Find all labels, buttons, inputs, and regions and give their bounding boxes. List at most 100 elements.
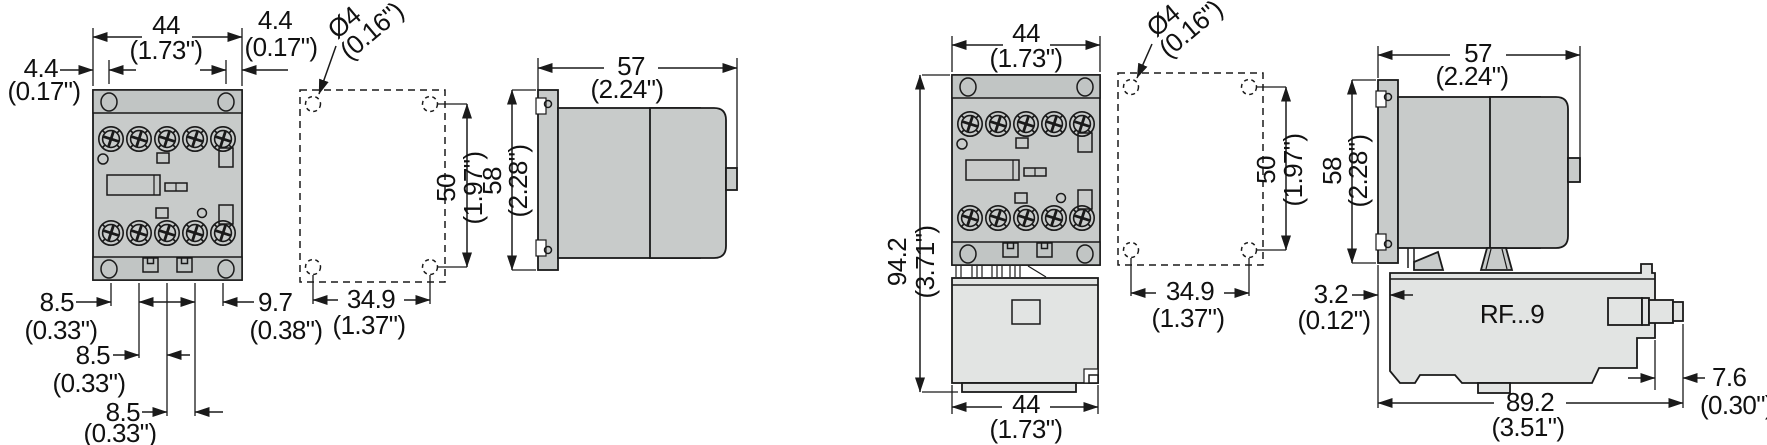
- hole-dia-label: Ø4 (0.16"): [1141, 0, 1229, 64]
- clip-pin: [543, 99, 553, 109]
- mount-hole: [1076, 244, 1094, 264]
- drill-hole: [421, 95, 439, 113]
- dim-pitch1-in: (0.33"): [25, 315, 98, 345]
- relay-foot: [961, 382, 1077, 393]
- dim-offset-right-mm: 4.4: [258, 5, 292, 35]
- dim-bottom-width-mm: 44: [1012, 389, 1040, 419]
- plunger-collar: [1641, 297, 1650, 326]
- screw-terminal: [181, 219, 209, 247]
- dim-vspan-mm: 50: [1251, 156, 1281, 184]
- drill-hole: [421, 258, 439, 276]
- mount-hole: [959, 77, 977, 97]
- bottom-mount-strip: [951, 241, 1101, 266]
- dim-offset-left-mm: 4.4: [24, 53, 58, 83]
- drilling-plan-left: Ø4 (0.16") 50 (1.97") 34.9 (1.37"): [299, 0, 488, 340]
- dim-vspan-mm: 50: [431, 174, 461, 202]
- screw-terminal: [125, 125, 153, 153]
- dim-aux-mm: 9.7: [258, 287, 292, 317]
- front-view-right-with-relay: [951, 74, 1101, 393]
- mount-hole: [1076, 77, 1094, 97]
- detail: [1014, 192, 1028, 204]
- nameplate: [106, 174, 161, 196]
- dim-height-mm: 58: [477, 167, 507, 195]
- dim-depth-mm: 57: [617, 51, 645, 81]
- dim-left-top: 44 (1.73") 4.4 (0.17") 4.4 (0.17"): [8, 5, 319, 106]
- front-view-left: [92, 89, 243, 281]
- drill-outline: [299, 89, 446, 283]
- clip-pin: [1383, 92, 1393, 102]
- dim-vspan-in: (1.97"): [458, 152, 488, 225]
- dim-offset-left-in: (0.17"): [8, 76, 81, 106]
- screw-terminal: [956, 204, 984, 232]
- relay-wires: [955, 265, 1047, 278]
- indicator-hole: [956, 138, 968, 150]
- dim-relay-offset-in: (0.12"): [1298, 305, 1371, 335]
- dim-relay-offset-mm: 3.2: [1314, 279, 1348, 309]
- indicator-hole: [97, 153, 109, 165]
- relay-step-tab: [1088, 374, 1099, 384]
- dim-height-mm: 58: [1317, 157, 1347, 185]
- screw-terminal: [1040, 110, 1068, 138]
- mount-hole: [100, 259, 118, 279]
- side-body-front: [1489, 96, 1569, 249]
- drill-hole: [1122, 241, 1140, 259]
- dim-pitch3-in: (0.33"): [84, 418, 157, 445]
- mount-hole: [100, 92, 118, 112]
- drill-outline: [1117, 72, 1264, 266]
- drill-hole: [1122, 78, 1140, 96]
- dim-hspan-mm: 34.9: [1166, 276, 1214, 306]
- mount-hole: [217, 259, 235, 279]
- screw-terminal: [1012, 110, 1040, 138]
- top-mount-strip: [92, 89, 243, 114]
- dim-total-depth-in: (3.51"): [1492, 412, 1565, 442]
- dim-depth-in: (2.24"): [1436, 61, 1509, 91]
- dim-total-height-in: (3.71"): [910, 226, 940, 299]
- contactor-body: [92, 89, 243, 281]
- dim-width-in: (1.73"): [990, 43, 1063, 73]
- dim-width-in: (1.73"): [130, 35, 203, 65]
- screw-terminal: [1040, 204, 1068, 232]
- relay-joint: [1479, 247, 1514, 271]
- dim-height-in: (2.28"): [1343, 135, 1373, 208]
- din-clip-notch: [535, 239, 547, 257]
- detail: [1077, 132, 1093, 153]
- dim-pitch2-mm: 8.5: [76, 340, 110, 370]
- top-mount-strip: [951, 74, 1101, 99]
- dim-bottom-width-in: (1.73"): [990, 414, 1063, 444]
- detail: [218, 204, 234, 225]
- mount-hole: [217, 92, 235, 112]
- dim-hspan-in: (1.37"): [1152, 303, 1225, 333]
- indicator-hole: [1055, 192, 1067, 204]
- dim-pitch1-mm: 8.5: [40, 287, 74, 317]
- screw-terminal: [956, 110, 984, 138]
- screw-terminal: [1012, 204, 1040, 232]
- dim-plunger-mm: 7.6: [1712, 362, 1746, 392]
- detail: [218, 147, 234, 168]
- detail: [1077, 189, 1093, 210]
- dim-hspan-mm: 34.9: [347, 284, 395, 314]
- dim-total-depth-mm: 89.2: [1506, 387, 1554, 417]
- dim-pitch3-mm: 8.5: [106, 397, 140, 427]
- contactor-body: [951, 74, 1101, 266]
- plunger-tip: [1672, 301, 1684, 322]
- screw-terminal: [125, 219, 153, 247]
- side-view-left: 57 (2.24") 58 (2.28"): [477, 51, 738, 271]
- dim-pitch2-in: (0.33"): [53, 368, 126, 398]
- leader-line: [1136, 43, 1153, 79]
- mount-hole: [959, 244, 977, 264]
- dim-offset-right-in: (0.17"): [245, 32, 318, 62]
- leader-line: [318, 45, 337, 95]
- din-clip-notch: [535, 97, 547, 115]
- dim-aux-in: (0.38"): [250, 315, 323, 345]
- screw-terminal: [97, 219, 125, 247]
- screw-terminal: [984, 110, 1012, 138]
- din-clip-notch: [1375, 233, 1387, 251]
- relay-joint: [1413, 250, 1445, 271]
- screw-terminal: [153, 125, 181, 153]
- dim-depth-in: (2.24"): [591, 74, 664, 104]
- bottom-mount-strip: [92, 256, 243, 281]
- side-body-front: [649, 107, 727, 259]
- dim-width-mm: 44: [152, 10, 180, 40]
- detail: [155, 207, 169, 219]
- plunger-shaft: [1648, 299, 1674, 324]
